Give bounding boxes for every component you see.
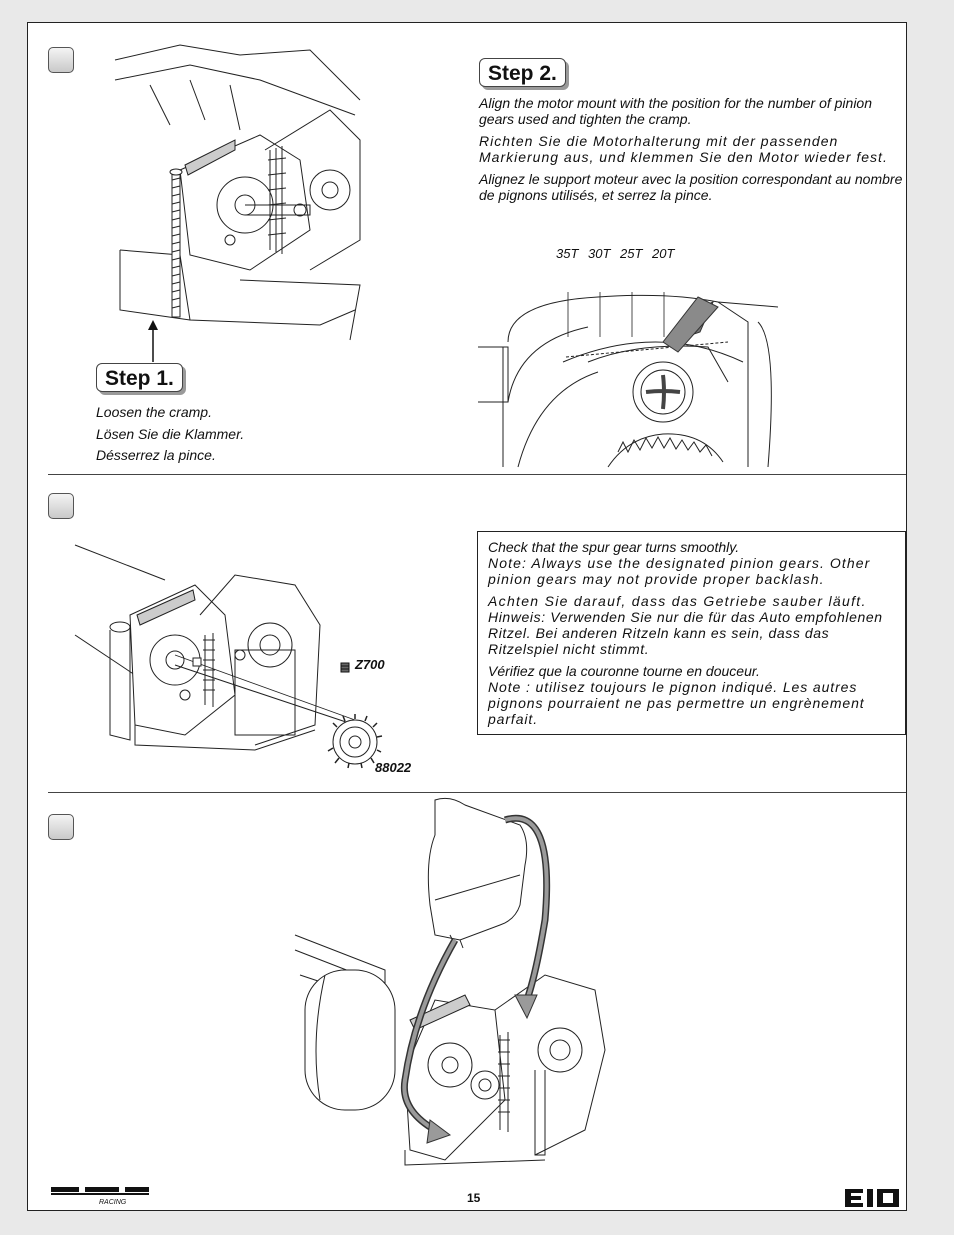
svg-text:RACING: RACING xyxy=(99,1199,127,1206)
note-de-2: Hinweis: Verwenden Sie nur die für das A… xyxy=(488,609,883,657)
step1-label: Step 1. xyxy=(96,363,183,392)
note-en-2: Note: Always use the designated pinion g… xyxy=(488,555,871,587)
section-divider xyxy=(48,474,906,475)
motor-mount-illustration-top xyxy=(114,44,361,341)
step1-text-en: Loosen the cramp. xyxy=(96,404,212,420)
step1-text-fr: Désserrez la pince. xyxy=(96,447,216,463)
note-fr-2: Note : utilisez toujours le pignon indiq… xyxy=(488,679,865,727)
e10-logo xyxy=(845,1189,899,1207)
page-number: 15 xyxy=(467,1191,481,1205)
step-marker-1 xyxy=(48,47,74,73)
note-de-1: Achten Sie darauf, dass das Getriebe sau… xyxy=(488,593,867,609)
section-divider xyxy=(48,792,906,793)
pinion-install-illustration xyxy=(74,544,383,769)
step1-instructions: Loosen the cramp. Lösen Sie die Klammer.… xyxy=(96,402,356,467)
note-box: Check that the spur gear turns smoothly.… xyxy=(477,531,906,735)
step2-text-de: Richten Sie die Motorhalterung mit der p… xyxy=(479,133,888,165)
step-marker-2 xyxy=(48,493,74,519)
gear-cover-install-illustration xyxy=(294,797,606,1166)
gear-mark-35t: 35T xyxy=(556,246,579,261)
gear-mark-30t: 30T xyxy=(588,246,611,261)
note-fr-1: Vérifiez que la couronne tourne en douce… xyxy=(488,663,760,679)
step1-arrow xyxy=(148,320,158,362)
part-label-z700: Z700 xyxy=(355,657,385,672)
step-marker-3 xyxy=(48,814,74,840)
gear-alignment-closeup xyxy=(478,292,779,468)
step2-label: Step 2. xyxy=(479,58,566,87)
gear-mark-20t: 20T xyxy=(652,246,675,261)
hpi-racing-logo: RACING xyxy=(51,1187,149,1206)
note-en-1: Check that the spur gear turns smoothly. xyxy=(488,539,740,555)
step1-text-de: Lösen Sie die Klammer. xyxy=(96,425,245,442)
step2-text-en: Align the motor mount with the position … xyxy=(479,95,872,127)
step2-instructions: Align the motor mount with the position … xyxy=(479,95,907,209)
part-label-88022: 88022 xyxy=(375,760,412,775)
step2-text-fr: Alignez le support moteur avec la positi… xyxy=(479,171,903,203)
gear-mark-25t: 25T xyxy=(620,246,643,261)
